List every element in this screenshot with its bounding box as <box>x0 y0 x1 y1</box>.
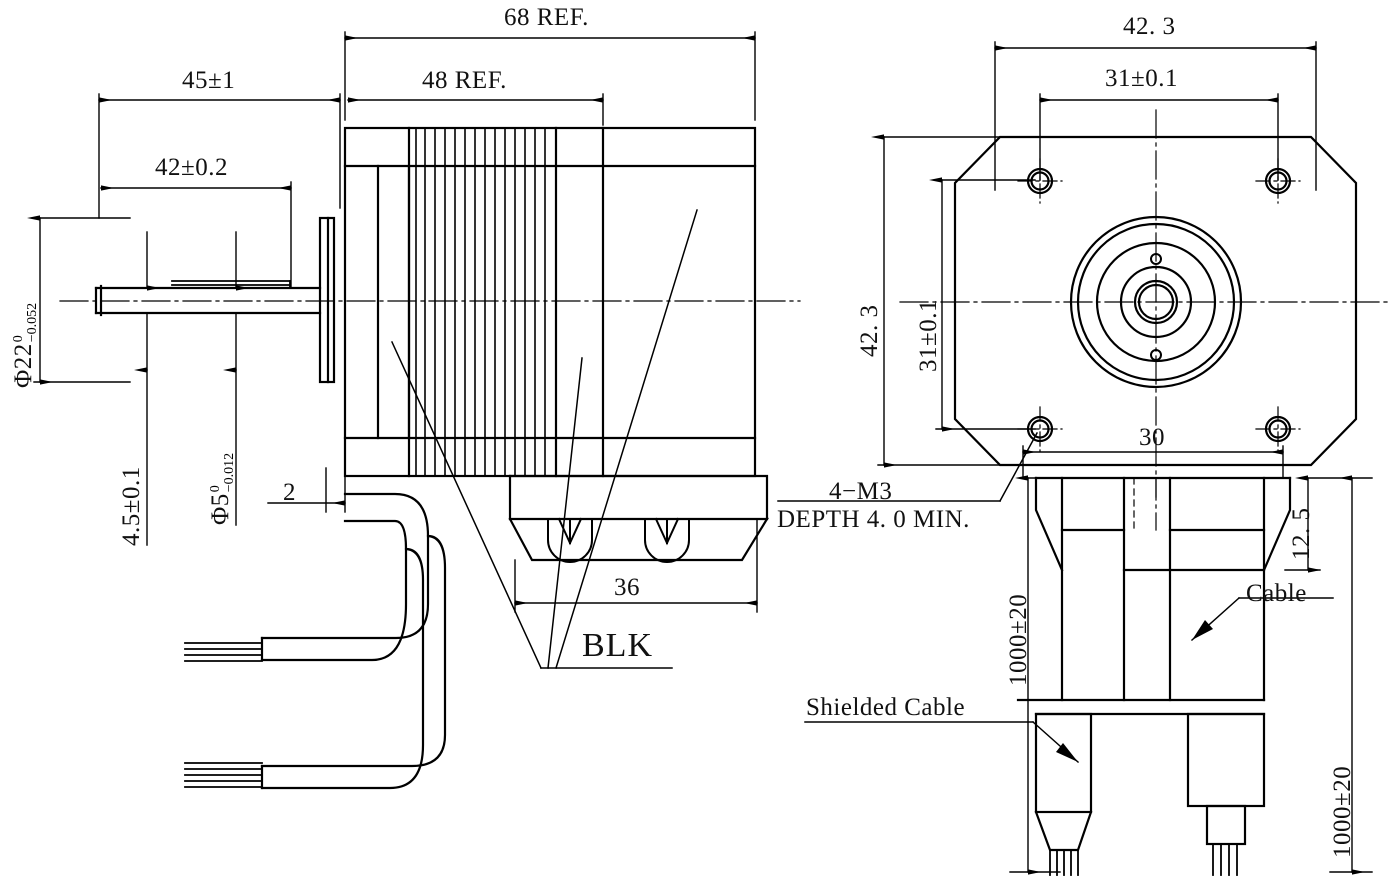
dim-label-2: 2 <box>283 479 296 506</box>
dim-42-3-width <box>994 41 1317 191</box>
dim-dia22 <box>27 215 131 385</box>
dim-label-68-ref: 68 REF. <box>504 4 589 31</box>
boss-small-hole-top <box>1150 253 1162 265</box>
cable-leader <box>1190 596 1334 642</box>
cable-wires-lower <box>184 762 263 788</box>
dim-label-45: 45±1 <box>182 67 236 94</box>
dim-42 <box>100 181 292 289</box>
shielded-cable-leader <box>804 720 1080 764</box>
dim-48-ref <box>347 93 604 126</box>
dim-label-31-horizontal: 31±0.1 <box>1105 65 1178 92</box>
dim-label-36: 36 <box>614 574 640 601</box>
annotation-shielded-cable: Shielded Cable <box>806 694 966 721</box>
tol-upper: 0 <box>208 485 224 493</box>
motor-body-outline <box>343 126 757 478</box>
front-face-outline <box>953 135 1358 467</box>
cable-connector-right <box>1186 712 1266 846</box>
annotation-4-m3: 4−M3 DEPTH 4. 0 MIN. <box>777 478 970 534</box>
dim-2 <box>267 467 346 513</box>
dim-30 <box>1022 445 1284 479</box>
centerlines-front <box>899 109 1390 498</box>
dim-label-1000-left: 1000±20 <box>1005 593 1032 686</box>
tol-upper: 0 <box>11 335 27 343</box>
m3-depth-note: DEPTH 4. 0 MIN. <box>777 506 970 533</box>
mounting-hole-tr-crosshair <box>1255 158 1301 204</box>
m3-leader <box>777 431 1039 503</box>
mounting-hole-tl-crosshair <box>1017 158 1063 204</box>
mounting-hole-bl-crosshair <box>1017 406 1063 452</box>
cable-exit-slot-2 <box>644 517 690 563</box>
dim-label-42-3-width: 42. 3 <box>1123 13 1176 40</box>
shielded-cable-connector <box>1034 712 1093 852</box>
dim-label-48-ref: 48 REF. <box>422 67 507 94</box>
center-boss-circles <box>1069 215 1243 389</box>
cable-exit-slot-1 <box>547 517 593 563</box>
blk-leader-lines <box>391 209 698 669</box>
shaft-flat <box>171 280 291 289</box>
dim-68-ref <box>344 31 756 121</box>
shaft-outline <box>94 284 322 317</box>
mounting-hole-br-crosshair <box>1255 406 1301 452</box>
dim-label-4p5: 4.5±0.1 <box>118 466 145 546</box>
rear-terminal-housing <box>508 474 769 562</box>
cable-wires-upper <box>184 642 263 662</box>
dim-label-42-3-height: 42. 3 <box>856 304 883 358</box>
cable-harness <box>260 492 447 790</box>
boss-small-hole-bottom <box>1150 349 1162 361</box>
dim-label-30: 30 <box>1139 424 1165 451</box>
annotation-blk: BLK <box>582 627 653 664</box>
shielded-cable-wires <box>1049 849 1079 876</box>
pilot-boss <box>318 216 336 384</box>
dim-label-31-vertical: 31±0.1 <box>915 299 942 372</box>
lamination-stack <box>415 127 546 477</box>
cable-connector-right-wires <box>1212 843 1238 876</box>
dim-12-5 <box>1284 475 1346 573</box>
cable-body-outline <box>1016 476 1292 702</box>
dim-label-42: 42±0.2 <box>155 154 228 181</box>
tol-lower: −0.012 <box>222 452 238 493</box>
annotation-cable: Cable <box>1246 580 1307 607</box>
dim-42-3-height <box>871 134 1021 468</box>
tol-lower: −0.052 <box>25 302 41 343</box>
dim-45 <box>98 93 341 219</box>
dim-1000-right <box>1329 475 1373 875</box>
m3-thread-count: 4−M3 <box>829 478 893 505</box>
